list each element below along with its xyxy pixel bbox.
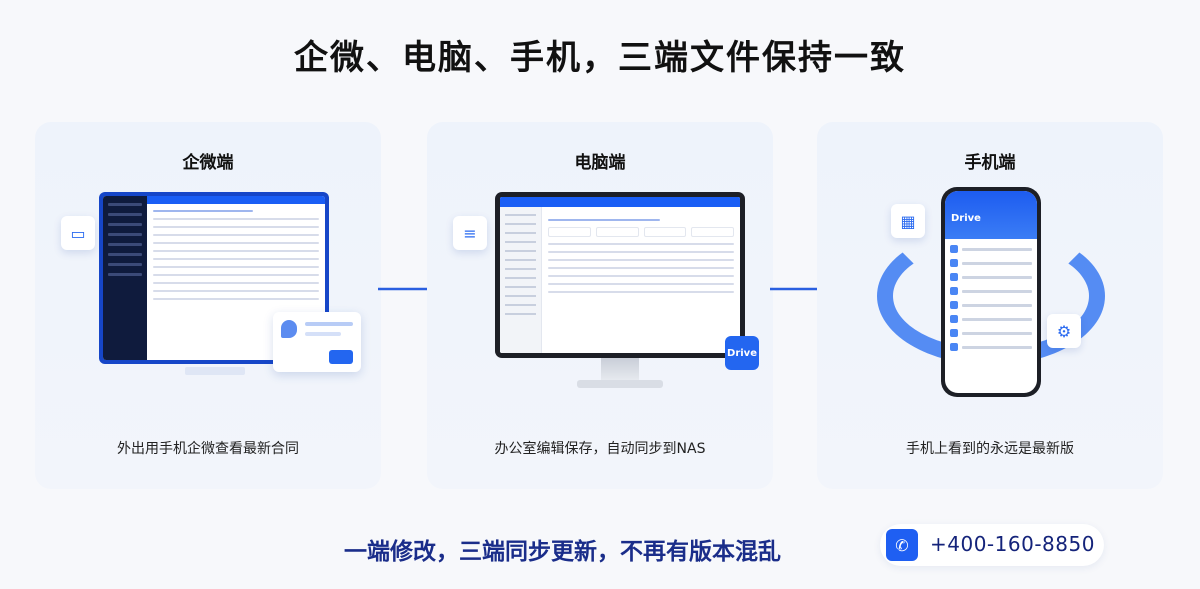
gear-icon: ⚙: [1047, 314, 1081, 348]
phone-icon: ✆: [886, 529, 918, 561]
grid-apps-icon: ▦: [891, 204, 925, 238]
phone-app-title: Drive: [945, 191, 1037, 239]
location-pin-icon: [281, 320, 297, 338]
desktop-monitor-illustration: [495, 192, 745, 358]
monitor-stand: [185, 367, 245, 375]
slogan: 一端修改，三端同步更新，不再有版本混乱: [344, 539, 781, 565]
card-caption: 手机上看到的永远是最新版: [906, 441, 1074, 457]
card-caption: 外出用手机企微查看最新合同: [117, 441, 299, 457]
phone-illustration: Drive: [941, 187, 1041, 397]
card-caption: 办公室编辑保存，自动同步到NAS: [494, 441, 706, 457]
file-share-popup: [273, 312, 361, 372]
monitor-base: [577, 380, 663, 388]
card-wecom: 企微端 ▭ 外出用手机企微查看最新合同: [35, 122, 381, 489]
folder-icon: ▭: [61, 216, 95, 250]
drive-badge: Drive: [725, 336, 759, 370]
card-title: 电脑端: [574, 153, 626, 173]
card-title: 手机端: [964, 153, 1016, 173]
document-stack-icon: ≡: [453, 216, 487, 250]
contact-number[interactable]: +400-160-8850: [930, 532, 1095, 556]
card-mobile: 手机端 ▦ ⚙ Drive 手机上看到的永远是最新版: [817, 122, 1163, 489]
contact-pill[interactable]: ✆ +400-160-8850: [880, 524, 1104, 566]
card-desktop: 电脑端 ≡ Drive 办公室编辑保存，自动同步到NAS: [427, 122, 773, 489]
page-headline: 企微、电脑、手机，三端文件保持一致: [294, 38, 906, 78]
popup-action-button: [329, 350, 353, 364]
monitor-neck: [601, 358, 639, 382]
wecom-monitor-illustration: [99, 192, 329, 364]
card-title: 企微端: [182, 153, 234, 173]
